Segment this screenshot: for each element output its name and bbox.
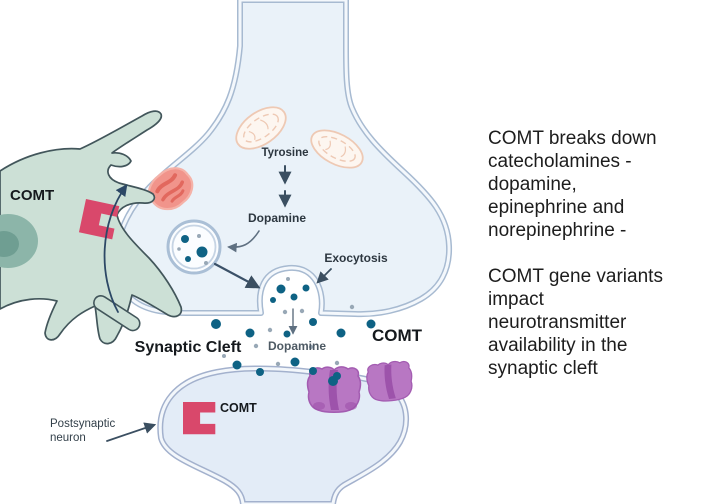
exocytosis-label: Exocytosis: [324, 251, 388, 265]
postsynaptic-pointer-arrow: [106, 422, 157, 442]
comt-cleft-label: COMT: [371, 326, 423, 345]
text-line: COMT breaks down: [488, 128, 657, 149]
vesicle-to-membrane-arrow: [213, 262, 261, 289]
paragraph-gene-variants: COMT gene variants impact neurotransmitt…: [488, 265, 708, 380]
text-line: norepinephrine -: [488, 220, 627, 241]
text-line: epinephrine and: [488, 197, 625, 218]
mitochondrion-icon: [310, 129, 364, 169]
reuptake-arrow: [103, 184, 128, 313]
paragraph-comt-function: COMT breaks down catecholamines - dopami…: [488, 127, 708, 242]
dopamine-to-vesicle-arrow: [227, 230, 260, 253]
comt-enzyme-icon: [78, 199, 120, 240]
dopamine-dot-bound: [328, 376, 338, 386]
tyrosine-label: Tyrosine: [261, 147, 309, 159]
dopamine-label: Dopamine: [247, 211, 307, 225]
description-panel: COMT breaks down catecholamines - dopami…: [488, 127, 708, 380]
dopamine-molecules: [211, 277, 376, 386]
text-line: Postsynaptic: [50, 418, 116, 430]
text-line: neuron: [50, 432, 86, 445]
text-line: catecholamines -: [488, 151, 632, 172]
text-line: dopamine,: [488, 174, 577, 195]
dopamine-dot: [185, 256, 191, 262]
dopamine-receptor: [366, 360, 413, 402]
text-line: impact: [488, 289, 544, 310]
comt-astrocyte-label: COMT: [10, 187, 55, 204]
text-line: COMT gene variants: [488, 266, 663, 287]
exocytosis-pointer-arrow: [316, 268, 332, 284]
text-line: neurotransmitter: [488, 312, 627, 333]
comt-enzyme-icon: [183, 402, 216, 435]
dopamine-dot: [181, 235, 189, 243]
text-line: availability in the: [488, 335, 628, 356]
text-line: synaptic cleft: [488, 358, 598, 379]
mitochondrion-icon: [235, 106, 287, 150]
dopamine-cleft-label: Dopamine: [267, 339, 327, 353]
postsynaptic-neuron-label: Postsynaptic neuron: [50, 417, 145, 446]
astrocyte-cell: [0, 110, 183, 345]
paragraph-spacer: [488, 242, 708, 265]
astrocyte-process: [93, 295, 141, 332]
dopamine-dot: [196, 246, 208, 258]
arrows: [103, 165, 332, 442]
synaptic-cleft-label: Synaptic Cleft: [134, 339, 242, 356]
synaptic-vesicle: [166, 219, 222, 275]
reuptake-transporter: [147, 167, 194, 211]
comt-postsynaptic-label: COMT: [220, 401, 257, 415]
